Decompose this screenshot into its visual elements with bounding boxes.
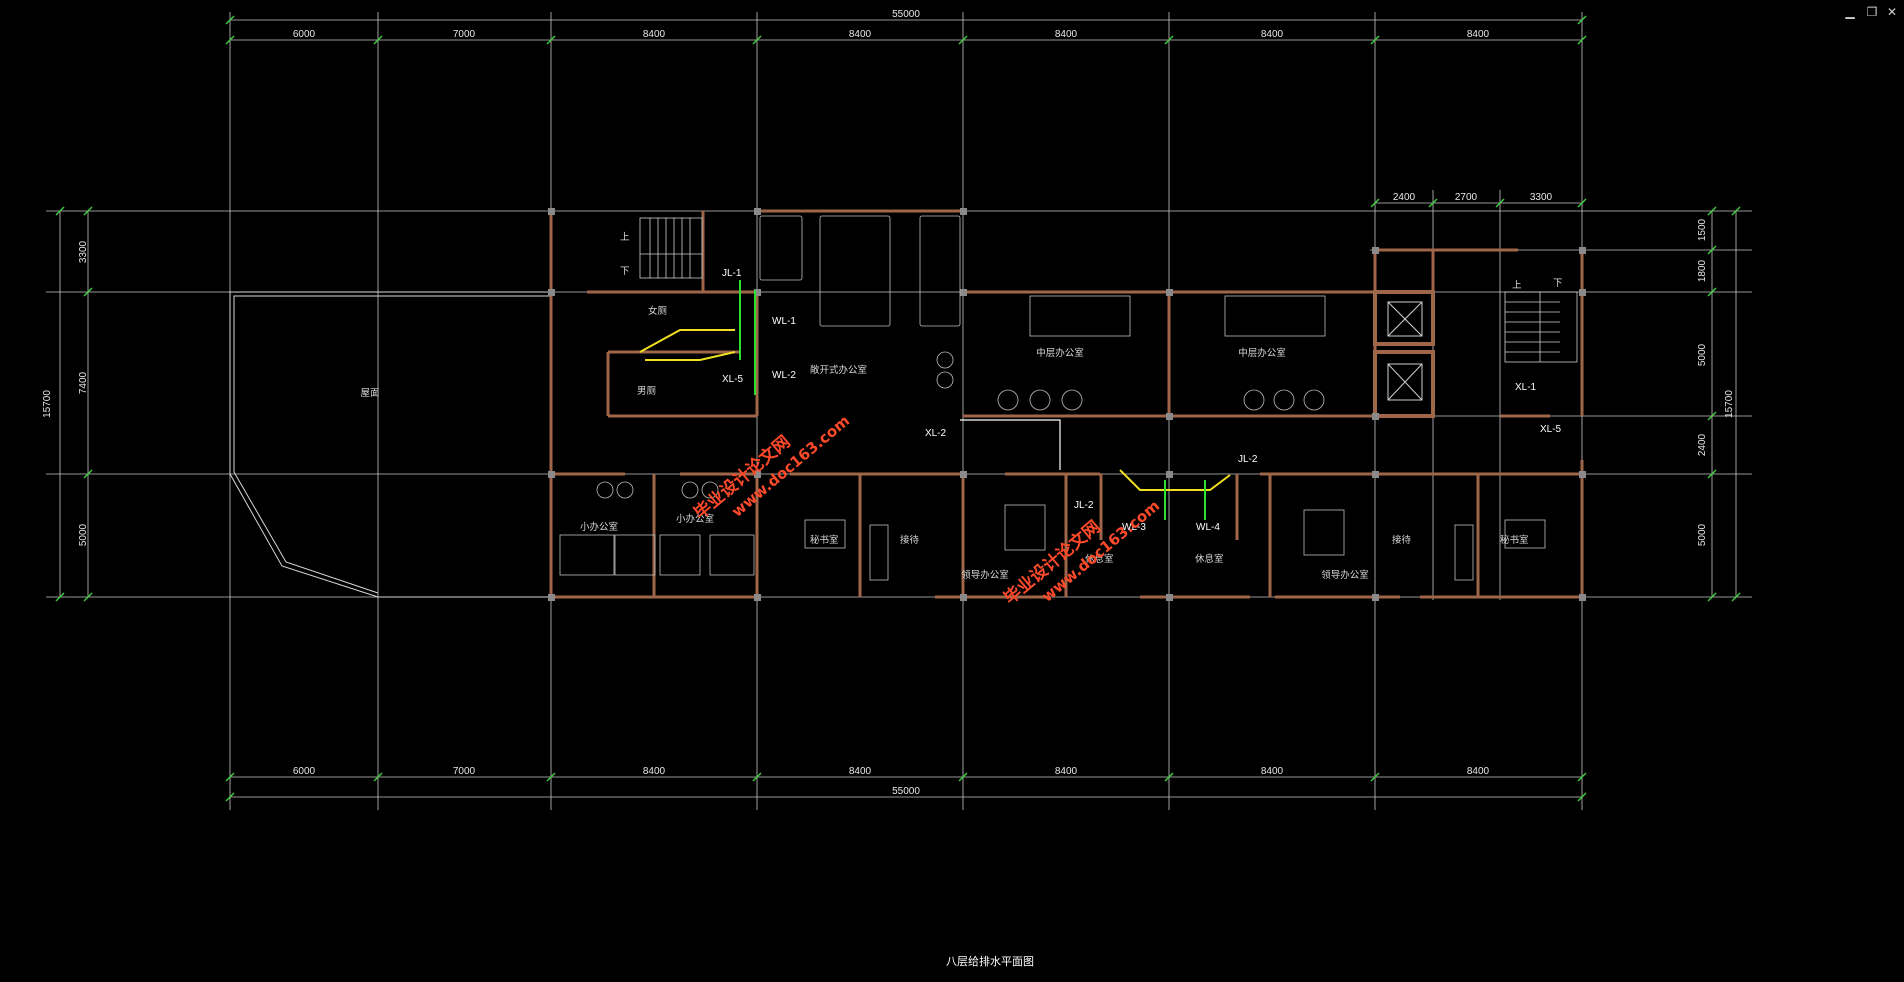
dimension-lines bbox=[59, 19, 1737, 798]
dim-bay-3-bottom: 8400 bbox=[643, 766, 666, 777]
dim-right-top-3: 3300 bbox=[1530, 192, 1553, 203]
dim-bay-7-bottom: 8400 bbox=[1467, 766, 1490, 777]
tag-xl2-left: XL-2 bbox=[925, 428, 947, 439]
dim-bay-3-top: 8400 bbox=[643, 29, 666, 40]
elevator-shafts bbox=[1373, 290, 1435, 418]
room-open-office: 敞开式办公室 bbox=[810, 364, 867, 376]
minimize-icon[interactable]: ▁ bbox=[1845, 5, 1855, 19]
room-lounge-1: 休息室 bbox=[1085, 553, 1114, 565]
tag-wl2: WL-2 bbox=[772, 370, 796, 381]
room-leader-office-2: 领导办公室 bbox=[1321, 569, 1369, 581]
dim-bay-4-bottom: 8400 bbox=[849, 766, 872, 777]
room-lounge-2: 休息室 bbox=[1195, 553, 1224, 565]
tag-wl4: WL-4 bbox=[1196, 522, 1220, 533]
dim-bay-1-top: 6000 bbox=[293, 29, 316, 40]
dim-bay-2-bottom: 7000 bbox=[453, 766, 476, 777]
dim-right-3: 5000 bbox=[1697, 343, 1708, 366]
dim-total-top: 55000 bbox=[892, 9, 920, 20]
dim-bay-5-bottom: 8400 bbox=[1055, 766, 1078, 777]
furniture bbox=[559, 215, 1546, 581]
room-secretary-1: 秘书室 bbox=[810, 534, 839, 546]
room-reception-2: 接待 bbox=[1392, 534, 1412, 546]
dim-bay-7-top: 8400 bbox=[1467, 29, 1490, 40]
dim-bay-6-top: 8400 bbox=[1261, 29, 1284, 40]
elevator-cars bbox=[1387, 301, 1423, 401]
roof-outline bbox=[229, 291, 551, 598]
dim-total-bottom: 55000 bbox=[892, 786, 920, 797]
columns bbox=[548, 208, 1586, 601]
dimension-ticks bbox=[55, 15, 1741, 802]
room-reception-1: 接待 bbox=[900, 534, 920, 546]
stair-up-label-left: 上 bbox=[620, 232, 630, 243]
stair-left bbox=[639, 217, 703, 279]
tag-xl5-left: XL-5 bbox=[722, 374, 744, 385]
tag-jl2-mid: JL-2 bbox=[1074, 500, 1094, 511]
dim-right-5: 5000 bbox=[1697, 523, 1708, 546]
dim-right-2: 1800 bbox=[1697, 259, 1708, 282]
dim-bay-1-bottom: 6000 bbox=[293, 766, 316, 777]
dim-left-3: 5000 bbox=[78, 523, 89, 546]
dim-left-2: 7400 bbox=[78, 371, 89, 394]
tag-jl2-right: JL-2 bbox=[1238, 454, 1258, 465]
room-mid-office-1: 中层办公室 bbox=[1036, 347, 1084, 359]
restore-icon[interactable]: ❐ bbox=[1866, 5, 1878, 19]
drawing-title: 八层给排水平面图 bbox=[946, 954, 1034, 968]
dim-left-total: 15700 bbox=[42, 390, 53, 418]
dim-bay-2-top: 7000 bbox=[453, 29, 476, 40]
tag-wl1: WL-1 bbox=[772, 316, 796, 327]
room-men-wc: 男厕 bbox=[637, 386, 656, 397]
stair-right bbox=[1504, 291, 1578, 363]
room-mid-office-2: 中层办公室 bbox=[1238, 347, 1286, 359]
room-women-wc: 女厕 bbox=[648, 305, 667, 317]
close-icon[interactable]: ✕ bbox=[1886, 5, 1898, 19]
dim-left-1: 3300 bbox=[78, 240, 89, 263]
tag-wl3: WL-3 bbox=[1122, 522, 1146, 533]
stair-down-label-right: 下 bbox=[1553, 278, 1563, 289]
tag-xl5-right: XL-5 bbox=[1540, 424, 1562, 435]
water-pipes bbox=[639, 280, 1231, 520]
tag-jl1: JL-1 bbox=[722, 268, 742, 279]
axis-grid bbox=[46, 12, 1752, 810]
room-leader-office-1: 领导办公室 bbox=[961, 569, 1009, 581]
stair-up-label-right: 上 bbox=[1512, 280, 1522, 291]
dim-right-1: 1500 bbox=[1697, 218, 1708, 241]
room-small-office-2: 小办公室 bbox=[676, 513, 714, 525]
tag-xl1: XL-1 bbox=[1515, 382, 1537, 393]
dim-bay-5-top: 8400 bbox=[1055, 29, 1078, 40]
dim-bay-4-top: 8400 bbox=[849, 29, 872, 40]
dim-right-top-1: 2400 bbox=[1393, 192, 1416, 203]
room-secretary-2: 秘书室 bbox=[1500, 534, 1529, 546]
dim-right-total: 15700 bbox=[1724, 390, 1735, 418]
dim-right-top-2: 2700 bbox=[1455, 192, 1478, 203]
room-roof: 屋面 bbox=[360, 388, 379, 399]
dim-bay-6-bottom: 8400 bbox=[1261, 766, 1284, 777]
room-small-office-1: 小办公室 bbox=[580, 521, 618, 533]
stair-down-label-left: 下 bbox=[620, 266, 630, 277]
dim-right-4: 2400 bbox=[1697, 433, 1708, 456]
